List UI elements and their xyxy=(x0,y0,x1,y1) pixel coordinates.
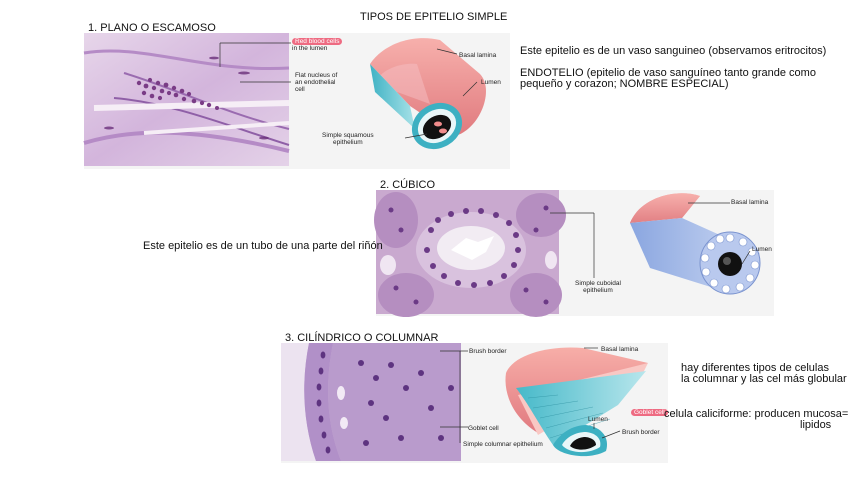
squamous-basal-lamina: Basal lamina xyxy=(459,52,496,59)
cuboidal-lumen: Lumen xyxy=(752,246,772,253)
columnar-tube-diagram xyxy=(498,343,666,461)
simple-squamous-line2: epithelium xyxy=(322,139,374,146)
simple-cuboidal-line1: Simple cuboidal xyxy=(575,280,621,287)
rbc-label-line2: in the lumen xyxy=(292,45,342,52)
cuboidal-tube-diagram xyxy=(620,188,770,308)
columnar-micrograph xyxy=(281,343,461,461)
section-1-note-1: Este epitelio es de un vaso sanguineo (o… xyxy=(520,45,826,57)
flat-nucleus-line3: cell xyxy=(295,86,337,93)
page-title: TIPOS DE EPITELIO SIMPLE xyxy=(360,11,507,23)
rbc-label-line1: Red blood cells xyxy=(292,38,342,45)
brush-border-label-bottom: Brush border xyxy=(622,429,660,436)
section-1-callouts xyxy=(180,35,300,125)
flat-nucleus-line1: Flat nucleus of xyxy=(295,72,337,79)
simple-cuboidal-line2: epithelium xyxy=(575,287,621,294)
columnar-lumen: Lumen xyxy=(588,416,608,423)
flat-nucleus-line2: an endothelial xyxy=(295,79,337,86)
columnar-basal-lamina: Basal lamina xyxy=(601,346,638,353)
goblet-cell-badge: Goblet cell xyxy=(631,409,668,416)
section-3-note-4: lipidos xyxy=(800,419,831,431)
cuboidal-basal-lamina: Basal lamina xyxy=(731,199,768,206)
section-3-callouts xyxy=(440,345,500,455)
section-1-note-3: pequeño y corazon; NOMBRE ESPECIAL) xyxy=(520,78,728,90)
section-2-note-1: Este epitelio es de un tubo de una parte… xyxy=(143,240,383,252)
section-3-note-2: la columnar y las cel más globular xyxy=(681,373,847,385)
simple-squamous-line1: Simple squamous xyxy=(322,132,374,139)
squamous-lumen: Lumen xyxy=(481,79,501,86)
goblet-cell-label: Goblet cell xyxy=(468,425,499,432)
cuboidal-micrograph xyxy=(376,190,559,314)
